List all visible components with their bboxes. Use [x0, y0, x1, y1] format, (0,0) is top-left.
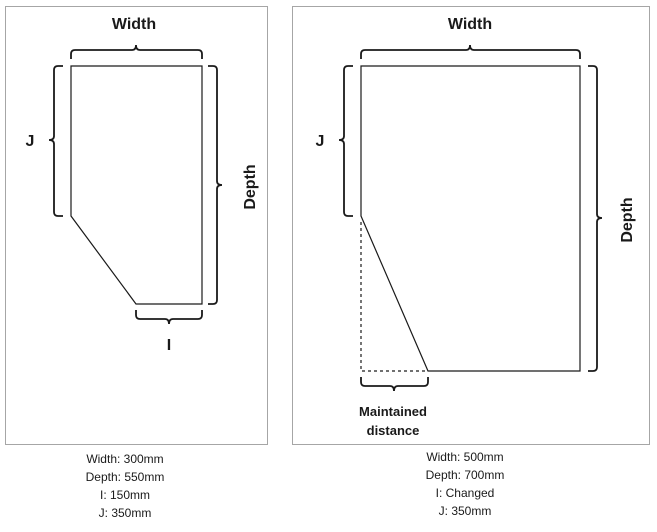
right-spec-list: Width: 500mm Depth: 700mm I: Changed J: …	[390, 448, 540, 520]
left-depth-label: Depth	[242, 164, 259, 209]
left-spec-list: Width: 300mm Depth: 550mm I: 150mm J: 35…	[50, 450, 200, 522]
right-width-label: Width	[448, 16, 492, 33]
left-panel-frame	[5, 6, 268, 445]
left-spec-width: Width: 300mm	[86, 452, 164, 466]
left-depth-bracket	[208, 65, 223, 305]
right-spec-j: J: 350mm	[438, 504, 492, 518]
right-spec-i: I: Changed	[435, 486, 495, 500]
right-spec-width: Width: 500mm	[426, 450, 504, 464]
left-spec-i: I: 150mm	[99, 488, 150, 502]
maintained-distance-label-line2: distance	[367, 423, 420, 438]
maintained-distance-label-line1: Maintained	[359, 404, 427, 419]
left-i-label: I	[167, 337, 171, 354]
left-i-bracket	[135, 310, 203, 325]
right-spec-depth: Depth: 700mm	[425, 468, 505, 482]
right-depth-bracket	[588, 65, 603, 372]
maintained-distance-dashed-line	[360, 222, 426, 372]
right-countertop-shape	[360, 65, 581, 372]
left-countertop-shape	[70, 65, 203, 305]
right-j-bracket	[338, 65, 353, 217]
left-width-bracket	[70, 44, 203, 59]
left-j-label: J	[26, 133, 35, 150]
left-j-bracket	[48, 65, 63, 217]
left-spec-j: J: 350mm	[98, 506, 152, 520]
left-width-label: Width	[112, 16, 156, 33]
left-spec-depth: Depth: 550mm	[85, 470, 165, 484]
maintained-distance-bracket	[360, 377, 429, 392]
right-width-bracket	[360, 44, 581, 59]
right-j-label: J	[316, 133, 325, 150]
right-depth-label: Depth	[619, 197, 636, 242]
